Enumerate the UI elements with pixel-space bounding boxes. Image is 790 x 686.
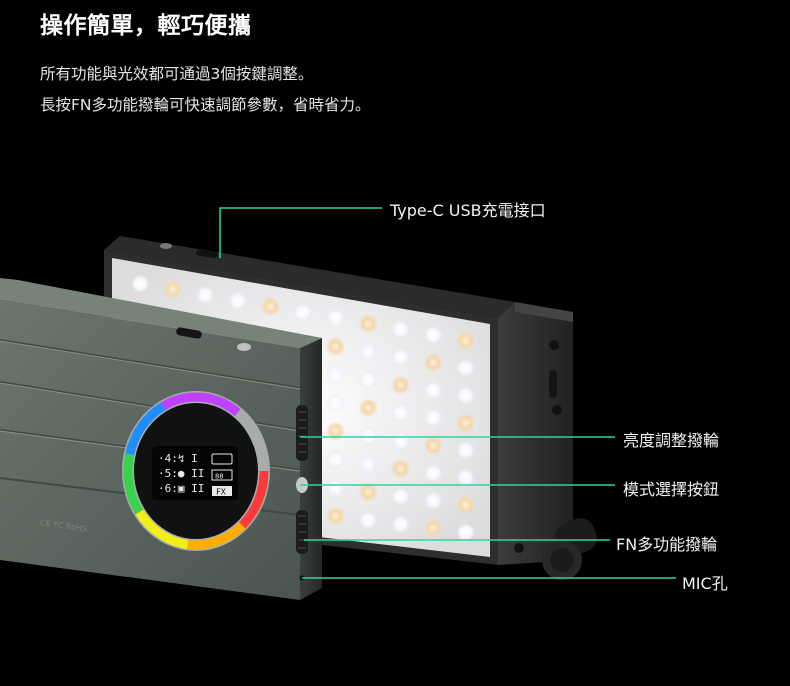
callout-usb-port: Type-C USB充電接口 [390,201,546,220]
led-dot [390,430,411,451]
description-line-2: 長按FN多功能撥輪可快速調節參數，省時省力。 [40,96,371,114]
led-dot [325,421,346,442]
svg-text:·5:● II: ·5:● II [158,467,204,480]
page-headline: 操作簡單，輕巧便攜 [40,13,252,39]
led-dot [358,510,379,531]
led-dot [390,347,411,368]
callout-fn-dial: FN多功能撥輪 [616,535,718,554]
led-dot [423,518,444,539]
led-dot [325,393,346,413]
led-dot [260,296,281,317]
led-dot [455,358,476,379]
led-dot [195,285,216,306]
led-dot [325,336,346,357]
led-dot [455,330,476,351]
brightness-dial-icon [296,405,308,461]
led-dot [358,341,379,362]
svg-text:·6:▣ II: ·6:▣ II [158,482,204,495]
callout-brightness-dial: 亮度調整撥輪 [623,431,720,450]
led-dot [358,369,379,390]
led-dot [423,463,444,484]
led-dot [358,397,379,418]
led-dot [358,313,379,334]
led-dot [455,467,476,488]
led-dot [423,325,444,346]
led-dot [358,454,379,475]
led-dot [423,380,444,401]
led-dot [423,407,444,428]
led-dot [455,522,476,543]
led-dot [227,290,248,311]
callout-lines [219,207,676,579]
led-dot [358,482,379,503]
led-dot [390,514,411,535]
led-dot [130,273,151,294]
callout-mic-hole: MIC孔 [682,574,728,593]
mount-knob-icon [542,518,597,580]
led-dot [455,412,476,433]
led-dot [325,449,346,470]
led-dot [390,375,411,396]
led-dot [325,364,346,385]
svg-text:FX: FX [216,488,226,497]
svg-text:88: 88 [215,473,223,481]
description-line-1: 所有功能與光效都可通過3個按鍵調整。 [40,65,314,83]
led-dot [390,402,411,423]
front-light-device: CE FC RoHS ·4:↯ I ·5:● II ·6:▣ II [0,278,322,600]
led-dot [455,385,476,406]
led-dot [358,426,379,446]
svg-text:·4:↯ I: ·4:↯ I [158,452,198,465]
led-dot [455,495,476,515]
led-dot [390,319,411,340]
led-dot [423,352,444,373]
led-dot [325,308,346,328]
led-dot [325,477,346,498]
led-dot [455,440,476,461]
led-dot [162,279,183,300]
led-dot [325,506,346,527]
rgb-ring-display: ·4:↯ I ·5:● II ·6:▣ II FX 88 [122,391,270,551]
oled-screen: ·4:↯ I ·5:● II ·6:▣ II FX 88 [152,446,238,500]
led-dot [390,486,411,507]
led-dot [423,435,444,456]
led-dot [293,302,313,323]
callout-mode-button: 模式選擇按鈕 [623,480,720,499]
led-dot [390,458,411,479]
led-dot [423,490,444,511]
